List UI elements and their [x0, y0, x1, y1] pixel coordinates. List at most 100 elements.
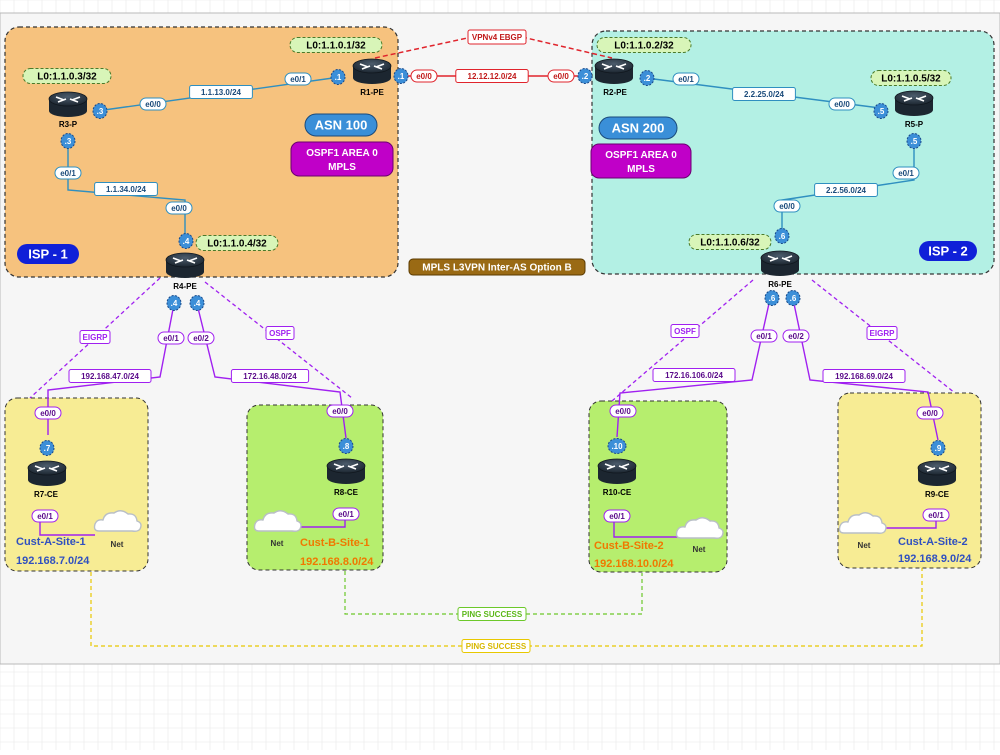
host-id-d6: .6 [764, 290, 780, 306]
interface-e0_1-text: e0/1 [609, 512, 625, 521]
router-label-r7: R7-CE [34, 490, 59, 499]
router-r8-ce[interactable] [326, 458, 366, 485]
loopback-r4: L0:1.1.0.4/32 [195, 235, 279, 251]
subnet-r2_r5: 2.2.25.0/24 [732, 87, 796, 101]
host-id-d4: .4 [189, 295, 205, 311]
interface-e0_0: e0/0 [547, 69, 575, 83]
protocol-ospf-text: OSPF [674, 327, 696, 336]
subnet-r4_r7: 192.168.47.0/24 [68, 369, 152, 383]
interface-e0_1: e0/1 [603, 509, 631, 523]
protocol-ospf: OSPF [265, 326, 295, 340]
router-r6-pe[interactable] [760, 250, 800, 277]
interface-e0_2-text: e0/2 [788, 332, 804, 341]
interface-e0_1-text: e0/1 [163, 334, 179, 343]
host-id-d3-text: .3 [97, 107, 104, 116]
interface-e0_0-text: e0/0 [834, 100, 850, 109]
isp1-igp-box-mpls: MPLS [328, 162, 356, 173]
host-id-d1: .1 [393, 68, 409, 84]
protocol-eigrp: EIGRP [79, 330, 111, 344]
isp2-igp-box-mpls: MPLS [627, 164, 655, 175]
site-b1-subnet: 192.168.8.0/24 [300, 556, 374, 568]
ping-success-b: PING SUCCESS [457, 607, 527, 621]
host-id-d1-text: .1 [398, 72, 405, 81]
host-id-d4-text: .4 [183, 237, 190, 246]
router-r5-p[interactable] [894, 90, 934, 117]
ping-success-a-text: PING SUCCESS [466, 642, 527, 651]
subnet-r3_r4: 1.1.34.0/24 [94, 182, 158, 196]
host-id-d1: .1 [330, 69, 346, 85]
host-id-d3-text: .3 [65, 137, 72, 146]
subnet-r5_r6-text: 2.2.56.0/24 [826, 186, 867, 195]
loopback-r3: L0:1.1.0.3/32 [22, 68, 112, 84]
vpnv4-ebgp-label: VPNv4 EBGP [467, 29, 527, 45]
interface-e0_2: e0/2 [782, 329, 810, 343]
vpnv4-ebgp-session [374, 36, 613, 59]
router-r10-ce[interactable] [597, 458, 637, 485]
host-id-d4: .4 [166, 295, 182, 311]
subnet-r3_r4-text: 1.1.34.0/24 [106, 185, 147, 194]
subnet-r4_r7-text: 192.168.47.0/24 [81, 372, 139, 381]
interface-e0_1-text: e0/1 [60, 169, 76, 178]
interface-e0_0-text: e0/0 [171, 204, 187, 213]
interface-e0_1: e0/1 [284, 72, 312, 86]
subnet-r6_r10-text: 172.16.106.0/24 [665, 371, 723, 380]
interface-e0_0: e0/0 [326, 404, 354, 418]
subnet-r6_r9: 192.168.69.0/24 [822, 369, 906, 383]
host-id-d7-text: .7 [44, 444, 51, 453]
interface-e0_1: e0/1 [750, 329, 778, 343]
isp1-area [4, 26, 399, 278]
router-label-r6: R6-PE [768, 280, 792, 289]
subnet-r1_r2: 12.12.12.0/24 [455, 69, 529, 83]
router-r7-ce[interactable] [27, 460, 67, 487]
subnet-r5_r6: 2.2.56.0/24 [814, 183, 878, 197]
interface-e0_0: e0/0 [916, 406, 944, 420]
interface-e0_1-text: e0/1 [756, 332, 772, 341]
host-id-d3: .3 [60, 133, 76, 149]
site-a2-name: Cust-A-Site-2 [898, 536, 968, 548]
router-label-r9: R9-CE [925, 490, 950, 499]
asn200-badge-text: ASN 200 [612, 121, 665, 136]
subnet-r4_r8-text: 172.16.48.0/24 [243, 372, 297, 381]
site-b2-name: Cust-B-Site-2 [594, 540, 664, 552]
site-b1-name: Cust-B-Site-1 [300, 537, 370, 549]
host-id-d4-text: .4 [194, 299, 201, 308]
interface-e0_1-text: e0/1 [928, 511, 944, 520]
subnet-r2_r5-text: 2.2.25.0/24 [744, 90, 785, 99]
interface-e0_1-text: e0/1 [678, 75, 694, 84]
host-id-d6: .6 [785, 290, 801, 306]
interface-e0_1: e0/1 [892, 166, 920, 180]
router-label-r10: R10-CE [603, 488, 632, 497]
router-r2-pe[interactable] [594, 58, 634, 85]
ping-success-b-text: PING SUCCESS [462, 610, 523, 619]
host-id-d6-text: .6 [790, 294, 797, 303]
interface-e0_0: e0/0 [773, 199, 801, 213]
host-id-d4-text: .4 [171, 299, 178, 308]
protocol-eigrp-text: EIGRP [83, 333, 109, 342]
isp1-badge-text: ISP - 1 [28, 247, 68, 262]
router-r1-pe[interactable] [352, 58, 392, 85]
loopback-r1-text: L0:1.1.0.1/32 [306, 41, 366, 52]
net-cloud-label: Net [858, 541, 871, 550]
host-id-d10-text: .10 [611, 442, 623, 451]
interface-e0_1-text: e0/1 [338, 510, 354, 519]
interface-e0_0-text: e0/0 [145, 100, 161, 109]
router-label-r3: R3-P [59, 120, 78, 129]
router-r3-p[interactable] [48, 91, 88, 118]
asn100-badge: ASN 100 [304, 113, 378, 137]
host-id-d9-text: .9 [935, 444, 942, 453]
host-id-d5: .5 [873, 103, 889, 119]
host-id-d8-text: .8 [343, 442, 350, 451]
host-id-d3: .3 [92, 103, 108, 119]
site-a1-subnet: 192.168.7.0/24 [16, 555, 90, 567]
loopback-r5-text: L0:1.1.0.5/32 [881, 74, 941, 85]
router-r4-pe[interactable] [165, 252, 205, 279]
host-id-d4: .4 [178, 233, 194, 249]
protocol-eigrp: EIGRP [866, 326, 898, 340]
net-cloud-label: Net [111, 540, 124, 549]
host-id-d6: .6 [774, 228, 790, 244]
router-r9-ce[interactable] [917, 460, 957, 487]
host-id-d7: .7 [39, 440, 55, 456]
